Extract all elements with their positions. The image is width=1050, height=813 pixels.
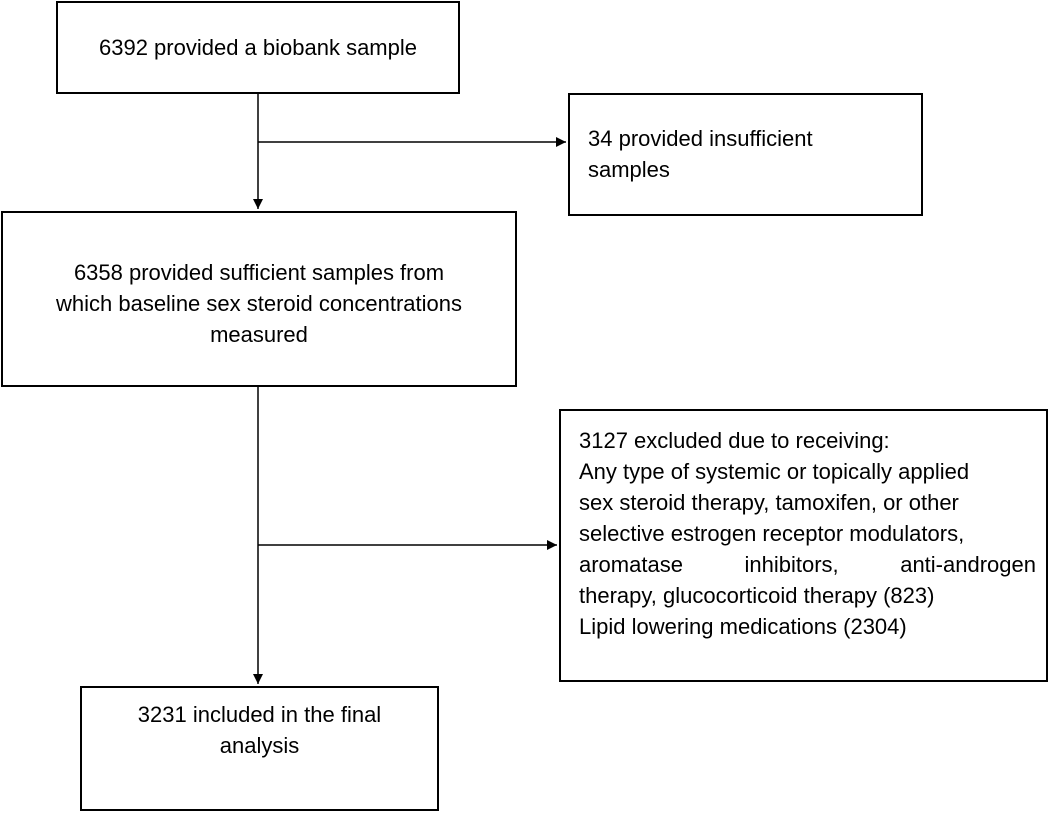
final-analysis-box: 3231 included in the final analysis bbox=[80, 686, 439, 811]
box-4-word: anti-androgen bbox=[900, 552, 1036, 577]
box-4-line: Lipid lowering medications (2304) bbox=[579, 614, 907, 639]
box-2-line: 34 provided insufficient bbox=[588, 126, 813, 151]
biobank-sample-box: 6392 provided a biobank sample bbox=[56, 1, 460, 94]
box-5-line: analysis bbox=[219, 733, 300, 758]
box-4-line: sex steroid therapy, tamoxifen, or other bbox=[579, 490, 959, 515]
box-4-word: inhibitors, bbox=[744, 552, 839, 577]
box-3-line: 6358 provided sufficient samples from bbox=[73, 260, 445, 285]
box-4-justified-line: aromatase inhibitors, anti-androgen bbox=[579, 549, 1036, 580]
sufficient-samples-box: 6358 provided sufficient samples from wh… bbox=[1, 211, 517, 387]
exclusion-criteria-box: 3127 excluded due to receiving: Any type… bbox=[559, 409, 1048, 682]
box-4-line: selective estrogen receptor modulators, bbox=[579, 521, 965, 546]
box-5-line: 3231 included in the final bbox=[137, 702, 382, 727]
box-4-line: 3127 excluded due to receiving: bbox=[579, 428, 890, 453]
box-4-line: Any type of systemic or topically applie… bbox=[579, 459, 970, 484]
box-2-line: samples bbox=[588, 157, 670, 182]
box-4-word: aromatase bbox=[579, 552, 683, 577]
box-3-line: which baseline sex steroid concentration… bbox=[55, 291, 462, 316]
box-4-line: therapy, glucocorticoid therapy (823) bbox=[579, 583, 935, 608]
box-1-line: 6392 provided a biobank sample bbox=[98, 35, 417, 60]
box-3-line: measured bbox=[210, 322, 308, 347]
insufficient-samples-box: 34 provided insufficient samples bbox=[568, 93, 923, 216]
